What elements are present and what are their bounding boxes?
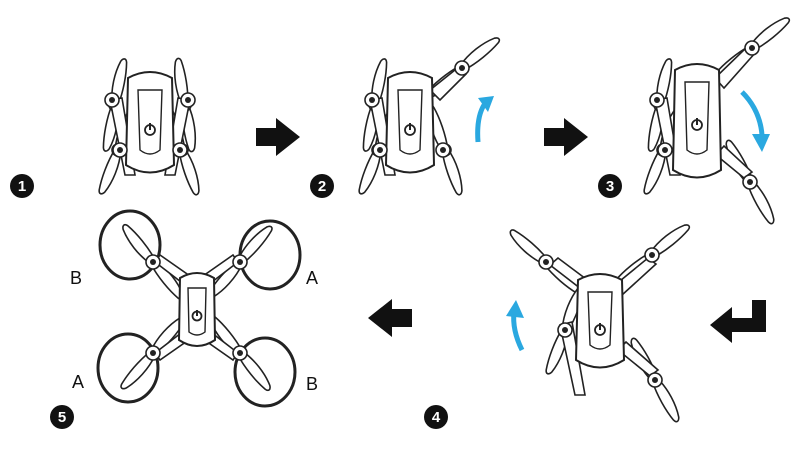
propeller-label-bottom-right: B xyxy=(306,374,318,394)
curved-arrow-icon xyxy=(475,96,494,143)
curved-arrow-icon xyxy=(740,90,770,152)
power-icon xyxy=(191,310,203,322)
step-number: 3 xyxy=(606,178,614,195)
step-4-drone-unfold-left xyxy=(506,220,692,424)
power-icon xyxy=(594,323,606,336)
arrow-right-icon xyxy=(256,118,300,156)
step-badge: 3 xyxy=(598,174,622,198)
step-number: 4 xyxy=(432,409,441,426)
propeller-label-top-left: B xyxy=(70,268,82,288)
arrow-left-icon xyxy=(368,299,412,337)
step-1-drone-folded xyxy=(96,58,203,197)
step-badge: 4 xyxy=(424,405,448,429)
propeller-label-bottom-left: A xyxy=(72,372,84,392)
step-badge: 2 xyxy=(310,174,334,198)
step-number: 5 xyxy=(58,409,66,426)
arrow-right-icon xyxy=(544,118,588,156)
step-5-drone-unfolded-with-guards: B A A B xyxy=(70,209,318,408)
step-3-drone-unfold-rear-right xyxy=(641,13,792,226)
step-number: 2 xyxy=(318,178,326,195)
corner-down-left-icon xyxy=(710,300,766,343)
step-badge: 1 xyxy=(10,174,34,198)
step-badge: 5 xyxy=(50,405,74,429)
power-icon xyxy=(404,123,416,136)
curved-arrow-icon xyxy=(506,300,525,352)
step-number: 1 xyxy=(18,178,26,195)
step-2-drone-unfold-front-right xyxy=(356,33,502,196)
power-icon xyxy=(691,118,703,131)
power-icon xyxy=(144,123,156,136)
propeller-label-top-right: A xyxy=(306,268,318,288)
